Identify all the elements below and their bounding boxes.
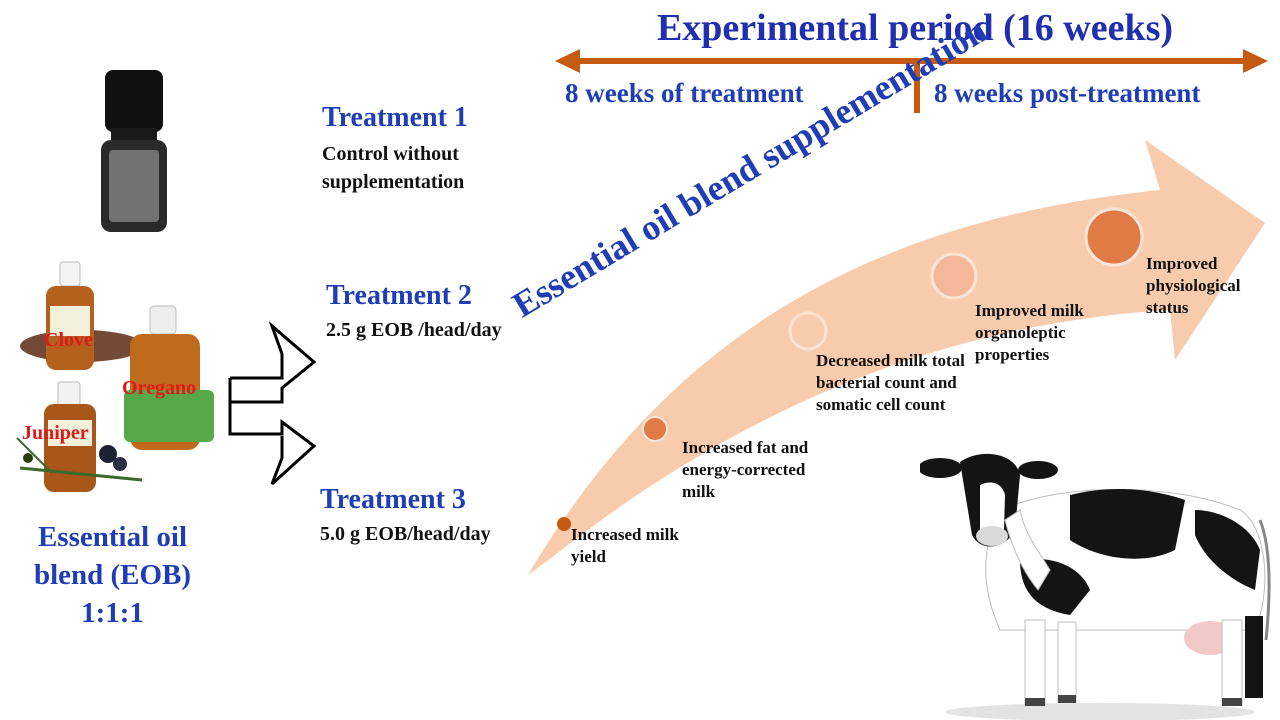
treatment-1-title: Treatment 1 — [322, 102, 468, 133]
outcome-3: Decreased milk total bacterial count and… — [816, 351, 965, 414]
outcome-dot-1 — [557, 517, 571, 531]
treatment-3-desc: 5.0 g EOB/head/day — [320, 523, 491, 545]
timeline-left-arrowhead — [555, 49, 580, 73]
diagram-title: Experimental period (16 weeks) — [656, 7, 1174, 49]
treatment-3-title: Treatment 3 — [320, 484, 466, 515]
supplementation-arrow-shape — [528, 140, 1265, 575]
treatment-2-title: Treatment 2 — [326, 280, 472, 311]
eob-label-line1: Essential oil — [37, 521, 188, 553]
eob-label-line2: blend (EOB) — [33, 559, 192, 591]
supplementation-arrow — [528, 140, 1265, 575]
outcome-5: Improved physiological status — [1146, 254, 1241, 317]
phase-treatment-label: 8 weeks of treatment — [565, 78, 804, 108]
outcome-dot-2 — [642, 416, 668, 442]
outcome-dot-4 — [930, 252, 978, 300]
timeline-divider — [914, 61, 920, 113]
eob-label: Essential oil blend (EOB) 1:1:1 — [10, 518, 215, 632]
treatment-2-desc: 2.5 g EOB /head/day — [326, 319, 502, 341]
cow-illustration — [920, 453, 1271, 720]
outcome-dot-3 — [788, 311, 828, 351]
timeline-bar — [578, 58, 1248, 64]
outcome-4: Improved milk organoleptic properties — [975, 301, 1084, 364]
oregano-label: Oregano — [122, 377, 197, 399]
control-bottle-icon — [101, 70, 167, 232]
outcome-1: Increased milk yield — [571, 525, 679, 566]
phase-post-label: 8 weeks post-treatment — [934, 78, 1201, 108]
timeline-right-arrowhead — [1243, 49, 1268, 73]
timeline-arrow — [555, 49, 1268, 113]
outcome-dot-5 — [1084, 207, 1144, 267]
juniper-label: Juniper — [22, 422, 89, 444]
outcome-2: Increased fat and energy-corrected milk — [682, 438, 809, 501]
oil-bottles-illustration — [16, 261, 214, 492]
treatment-1-desc: Control without supplementation — [322, 143, 465, 193]
split-arrow-icon — [228, 321, 317, 486]
eob-label-line3: 1:1:1 — [81, 597, 144, 629]
clove-label: Clove — [44, 329, 93, 351]
